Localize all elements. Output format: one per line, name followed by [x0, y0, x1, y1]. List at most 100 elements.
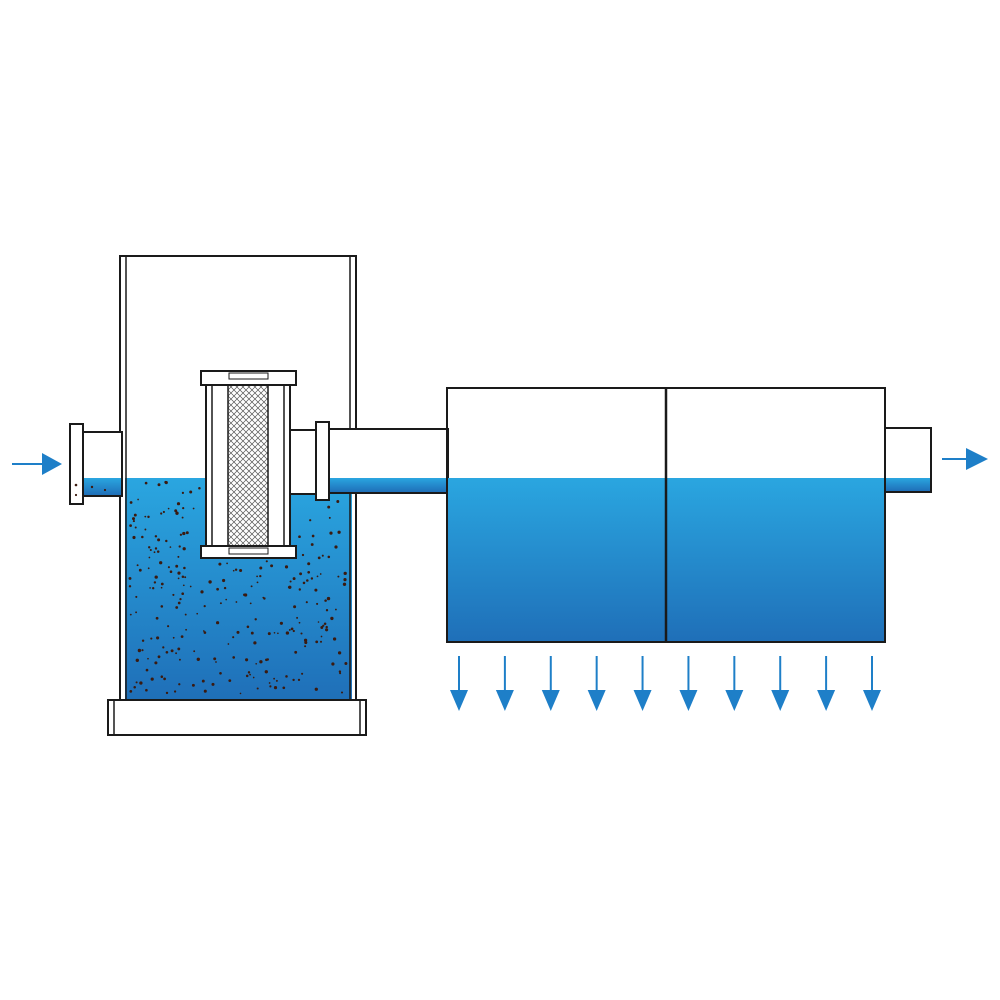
- sediment-dot: [288, 628, 291, 631]
- sediment-dot: [317, 556, 321, 560]
- sediment-dot: [157, 655, 161, 659]
- sediment-dot: [135, 595, 138, 598]
- sediment-dot: [174, 509, 178, 513]
- sediment-dot: [182, 547, 186, 551]
- sediment-dot: [267, 632, 271, 636]
- sediment-dot: [189, 490, 193, 494]
- sediment-dot: [165, 691, 169, 695]
- sediment-dot: [178, 658, 181, 661]
- sediment-dot: [259, 574, 262, 578]
- sediment-dot: [175, 606, 179, 609]
- sediment-dot: [134, 526, 137, 529]
- sediment-dot: [256, 575, 258, 578]
- sediment-dot: [148, 556, 151, 559]
- sediment-dot: [182, 584, 185, 587]
- sediment-dot: [132, 535, 136, 540]
- sediment-dot: [255, 662, 258, 665]
- sediment-dot: [334, 545, 338, 549]
- sediment-dot: [256, 581, 259, 584]
- sediment-dot: [232, 636, 235, 639]
- sediment-dot: [141, 639, 145, 642]
- sediment-dot: [145, 668, 149, 672]
- sediment-dot: [219, 602, 222, 605]
- sediment-dot: [173, 690, 177, 693]
- arrow-down-icon: [495, 656, 514, 711]
- sediment-dot: [317, 621, 320, 623]
- sediment-dot: [189, 585, 192, 588]
- sediment-dot: [337, 530, 341, 534]
- sediment-dot: [302, 581, 306, 585]
- sediment-dot: [179, 598, 182, 601]
- sediment-dot: [193, 650, 196, 653]
- sediment-dot: [309, 519, 312, 522]
- sediment-dot: [326, 596, 331, 601]
- sediment-dot: [144, 481, 148, 485]
- sediment-dot: [133, 513, 137, 517]
- sediment-dot: [177, 577, 180, 580]
- sediment-dot: [273, 686, 278, 690]
- sediment-dot: [154, 661, 158, 665]
- sediment-dot: [154, 535, 158, 538]
- sediment-dot: [196, 657, 200, 661]
- sediment-dot: [203, 689, 207, 693]
- sediment-dot: [329, 531, 333, 535]
- sediment-dot: [192, 507, 195, 510]
- sediment-dot: [149, 587, 151, 589]
- sediment-dot: [325, 609, 329, 612]
- sediment-dot: [216, 587, 219, 591]
- sediment-dot: [298, 621, 301, 624]
- sediment-dot: [181, 575, 185, 579]
- inlet-flange: [69, 423, 84, 505]
- sediment-dot: [288, 585, 292, 589]
- sediment-dot: [129, 501, 133, 504]
- sediment-dot: [213, 657, 217, 661]
- sediment-dot: [250, 631, 254, 635]
- sediment-particles: [128, 480, 348, 695]
- sediment-dot: [175, 511, 179, 515]
- sediment-dot: [227, 643, 230, 645]
- sediment-dot: [236, 630, 240, 634]
- sediment-dot: [304, 645, 307, 648]
- sediment-dot: [179, 533, 183, 536]
- sediment-dot: [292, 629, 295, 633]
- sediment-dot: [153, 581, 157, 584]
- sediment-dot: [157, 538, 161, 542]
- arrow-down-icon: [450, 656, 468, 711]
- sediment-dot: [310, 577, 314, 580]
- sediment-dot: [340, 691, 344, 694]
- sediment-dot: [252, 676, 255, 679]
- sediment-dot: [160, 605, 164, 608]
- sediment-dot: [336, 500, 340, 503]
- arrow-down-icon: [817, 656, 836, 711]
- sediment-dot: [201, 679, 205, 683]
- sediment-dot: [264, 670, 268, 674]
- connecting-flange: [315, 421, 330, 501]
- sediment-dot: [245, 658, 249, 662]
- sediment-dot: [163, 677, 166, 681]
- sediment-dot: [183, 566, 186, 570]
- arrow-down-icon: [633, 656, 652, 711]
- sediment-dot: [334, 608, 337, 611]
- connecting-pipe-water: [329, 478, 447, 492]
- sediment-dot: [165, 650, 169, 654]
- sediment-dot: [157, 483, 161, 487]
- sediment-dot: [181, 491, 185, 495]
- sediment-dot: [175, 652, 178, 655]
- sediment-dot: [343, 571, 347, 576]
- sediment-dot: [250, 585, 253, 588]
- sediment-dot: [296, 616, 299, 619]
- sediment-dot: [155, 616, 159, 620]
- sediment-dot: [154, 575, 158, 579]
- sediment-dot: [249, 602, 252, 605]
- sediment-dot: [172, 636, 175, 639]
- sediment-dot: [259, 566, 263, 570]
- sediment-dot: [150, 637, 153, 640]
- sediment-dot: [306, 579, 309, 582]
- sediment-dot: [245, 674, 249, 678]
- sediment-dot: [338, 670, 342, 673]
- sediment-dot: [327, 505, 331, 509]
- sediment-dot: [160, 512, 163, 515]
- sediment-dot: [152, 587, 155, 590]
- sediment-dot: [178, 545, 181, 548]
- sediment-dot: [169, 570, 173, 573]
